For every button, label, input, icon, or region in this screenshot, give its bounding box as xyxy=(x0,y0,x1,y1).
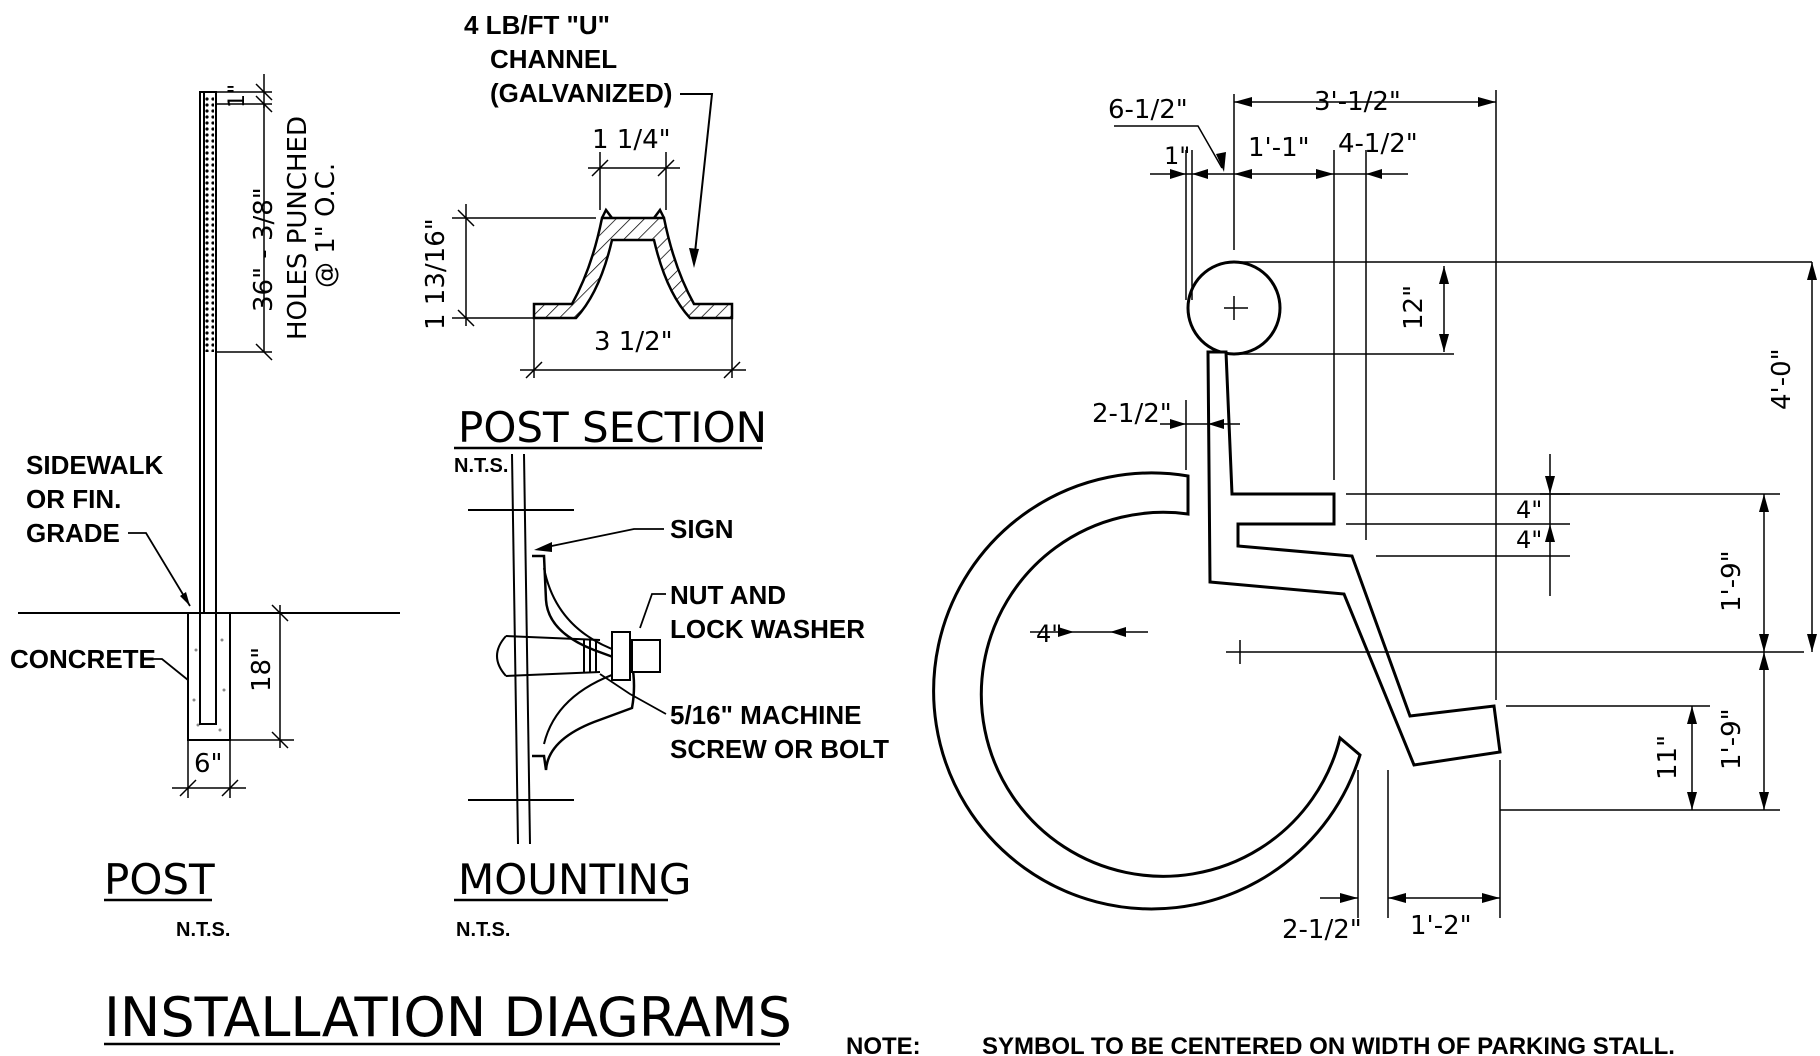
punched-holes xyxy=(205,96,214,352)
post-section-detail: 4 LB/FT "U" CHANNEL (GALVANIZED) 1 1/4" … xyxy=(421,10,767,477)
dim-4-wheel: 4" xyxy=(1036,620,1062,648)
post-holes-label: HOLES PUNCHED xyxy=(283,116,313,340)
dim-1-2: 1'-2" xyxy=(1410,911,1472,941)
bolt xyxy=(496,631,661,681)
channel-label-2: CHANNEL xyxy=(490,44,617,74)
mounting-title: MOUNTING xyxy=(458,855,691,904)
grade-leader xyxy=(128,532,191,607)
nut-label-2: LOCK WASHER xyxy=(670,614,865,644)
screw-label-2: SCREW OR BOLT xyxy=(670,734,889,764)
post-section-scale: N.T.S. xyxy=(454,455,508,477)
screw-leader xyxy=(599,673,667,715)
grade-leader-arrow xyxy=(180,592,190,606)
accessibility-symbol-detail: 6-1/2" 3'-1/2" 1" 1'-1" 4-1/2" 12" 4'-0"… xyxy=(932,87,1817,945)
concrete-specks xyxy=(192,638,226,732)
dim-6-1-2: 6-1/2" xyxy=(1108,95,1188,125)
post-holes-spacing: @ 1" O.C. xyxy=(311,163,341,288)
grade-label-2: OR FIN. xyxy=(26,484,121,514)
u-channel-lips xyxy=(600,207,666,219)
section-dim-top: 1 1/4" xyxy=(592,125,671,155)
dim-1-9b: 1'-9" xyxy=(1717,708,1747,770)
section-dim-base: 3 1/2" xyxy=(594,327,673,357)
sign-inner xyxy=(543,567,621,745)
dim-4a: 4" xyxy=(1516,496,1542,524)
sign-panel xyxy=(532,554,636,771)
dim-11: 11" xyxy=(1653,735,1683,780)
symbol-wheel xyxy=(932,471,1362,911)
dim-2-1-2-top: 2-1/2" xyxy=(1092,399,1172,429)
grade-label-3: GRADE xyxy=(26,518,120,548)
dim-12: 12" xyxy=(1399,285,1429,330)
screw-label-1: 5/16" MACHINE xyxy=(670,700,861,730)
dim-4b: 4" xyxy=(1516,526,1542,554)
channel-leader-arrow xyxy=(689,248,699,268)
sign-leader-arrow xyxy=(534,542,552,552)
concrete-label: CONCRETE xyxy=(10,644,156,674)
note-label: NOTE: xyxy=(846,1033,921,1056)
nut-leader xyxy=(639,593,666,629)
concrete-footing xyxy=(187,612,231,741)
channel-label-1: 4 LB/FT "U" xyxy=(464,10,610,40)
grade-label-1: SIDEWALK xyxy=(26,450,163,480)
symbol-dimension-lines xyxy=(1030,90,1813,918)
post-dim-depth: 18" xyxy=(247,647,277,692)
sheet-title: INSTALLATION DIAGRAMS xyxy=(104,986,792,1049)
post-section-title: POST SECTION xyxy=(458,403,767,452)
symbol-dimension-arrows xyxy=(1058,97,1817,903)
dim-4-0: 4'-0" xyxy=(1767,348,1797,410)
mounting-post-lines xyxy=(468,453,574,845)
mounting-detail: SIGN NUT AND LOCK WASHER 5/16" MACHINE S… xyxy=(454,453,889,941)
dim-2-1-2-bottom: 2-1/2" xyxy=(1282,915,1362,945)
channel-leader xyxy=(680,93,714,263)
dim-4-1-2: 4-1/2" xyxy=(1338,129,1418,159)
nut-label-1: NUT AND xyxy=(670,580,786,610)
channel-label-3: (GALVANIZED) xyxy=(490,78,672,108)
post-dim-top: 1" xyxy=(225,84,250,108)
note-text: SYMBOL TO BE CENTERED ON WIDTH OF PARKIN… xyxy=(982,1033,1675,1056)
wheelchair-symbol xyxy=(932,260,1502,911)
u-channel-profile xyxy=(532,216,734,320)
section-dim-height: 1 13/16" xyxy=(421,218,451,330)
symbol-body xyxy=(1206,350,1502,767)
dim-1-1: 1'-1" xyxy=(1248,133,1310,163)
post-section-dimension-lines xyxy=(452,152,746,379)
symbol-center-marks xyxy=(1224,296,1804,664)
dim-3-1-2: 3'-1/2" xyxy=(1314,87,1401,117)
dim-1-9a: 1'-9" xyxy=(1717,550,1747,612)
mounting-scale: N.T.S. xyxy=(456,919,510,941)
sign-leader xyxy=(541,528,664,549)
post-scale: N.T.S. xyxy=(176,919,230,941)
post-dim-width: 6" xyxy=(194,749,223,779)
post-title: POST xyxy=(104,855,215,904)
dim-1in: 1" xyxy=(1164,142,1190,170)
post-detail: 1" 36" - 3/8" HOLES PUNCHED @ 1" O.C. 18… xyxy=(10,74,400,941)
post-dim-holes: 36" - 3/8" xyxy=(249,187,279,312)
sign-label: SIGN xyxy=(670,514,734,544)
post-dimension-lines xyxy=(172,74,294,798)
concrete-leader xyxy=(150,658,189,681)
